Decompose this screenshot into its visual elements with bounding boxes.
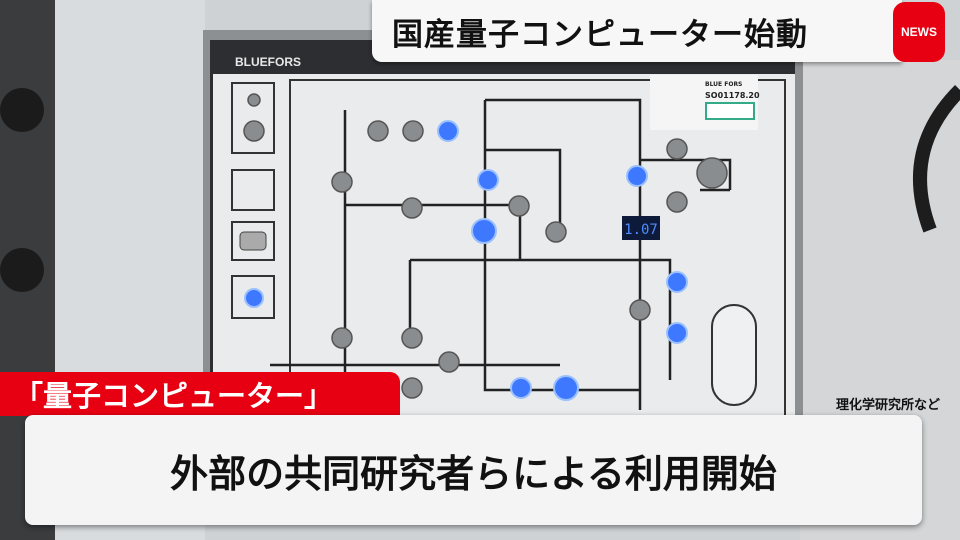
valve-lit <box>666 322 688 344</box>
valve <box>402 120 424 142</box>
serial-number: SO01178.20 <box>705 91 760 100</box>
valve-lit <box>626 165 648 187</box>
sticker-brand: BLUE FORS <box>705 81 742 88</box>
valve <box>545 221 567 243</box>
source-credit: 理化学研究所など <box>835 398 940 413</box>
headline-title: 国産量子コンピューター始動 <box>392 16 808 53</box>
valve <box>438 351 460 373</box>
valve-lit <box>666 271 688 293</box>
barcode <box>705 102 755 120</box>
valve <box>401 197 423 219</box>
pressure-display <box>622 216 660 240</box>
topic-label-text: 「量子コンピューター」 <box>14 379 334 413</box>
valve-lit <box>553 375 579 401</box>
valve <box>629 299 651 321</box>
valve <box>666 191 688 213</box>
valve <box>243 120 265 142</box>
valve-lit <box>471 218 497 244</box>
valves <box>243 93 728 401</box>
headline-banner: 国産量子コンピューター始動 <box>372 0 902 62</box>
valve-lit <box>477 169 499 191</box>
svg-text:1.07: 1.07 <box>624 222 658 238</box>
valve-lit <box>244 288 264 308</box>
panel-brand: BLUEFORS <box>235 55 301 69</box>
caption-text: 外部の共同研究者らによる利用開始 <box>170 451 777 496</box>
valve <box>508 195 530 217</box>
valve <box>331 171 353 193</box>
valve <box>247 93 261 107</box>
valve <box>331 327 353 349</box>
valve-lit <box>510 377 532 399</box>
valve <box>401 327 423 349</box>
news-logo: NEWS <box>893 2 945 62</box>
caption-banner: 外部の共同研究者らによる利用開始 <box>25 415 922 525</box>
topic-label: 「量子コンピューター」 <box>0 372 400 416</box>
news-badge-text: NEWS <box>901 25 937 39</box>
valve <box>401 377 423 399</box>
cable <box>913 85 960 233</box>
valve-lit <box>437 120 459 142</box>
valve <box>666 138 688 160</box>
tank <box>711 304 757 406</box>
valve <box>696 157 728 189</box>
usb-port <box>239 231 267 251</box>
valve <box>367 120 389 142</box>
